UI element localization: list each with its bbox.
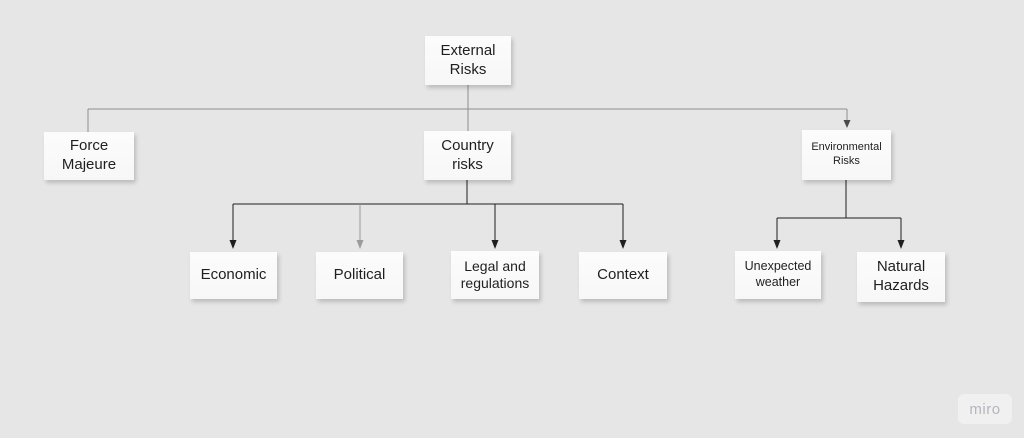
node-unexpected-weather[interactable]: Unexpected weather	[735, 251, 821, 299]
node-force-majeure[interactable]: Force Majeure	[44, 132, 134, 180]
node-economic[interactable]: Economic	[190, 252, 277, 299]
node-context[interactable]: Context	[579, 252, 667, 299]
node-external-risks[interactable]: External Risks	[425, 36, 511, 85]
node-natural-hazards[interactable]: Natural Hazards	[857, 252, 945, 302]
node-environmental-risks[interactable]: Environmental Risks	[802, 130, 891, 180]
node-legal-and-regulations[interactable]: Legal and regulations	[451, 251, 539, 299]
node-political[interactable]: Political	[316, 252, 403, 299]
miro-watermark-badge[interactable]: miro	[958, 394, 1012, 424]
node-country-risks[interactable]: Country risks	[424, 131, 511, 180]
